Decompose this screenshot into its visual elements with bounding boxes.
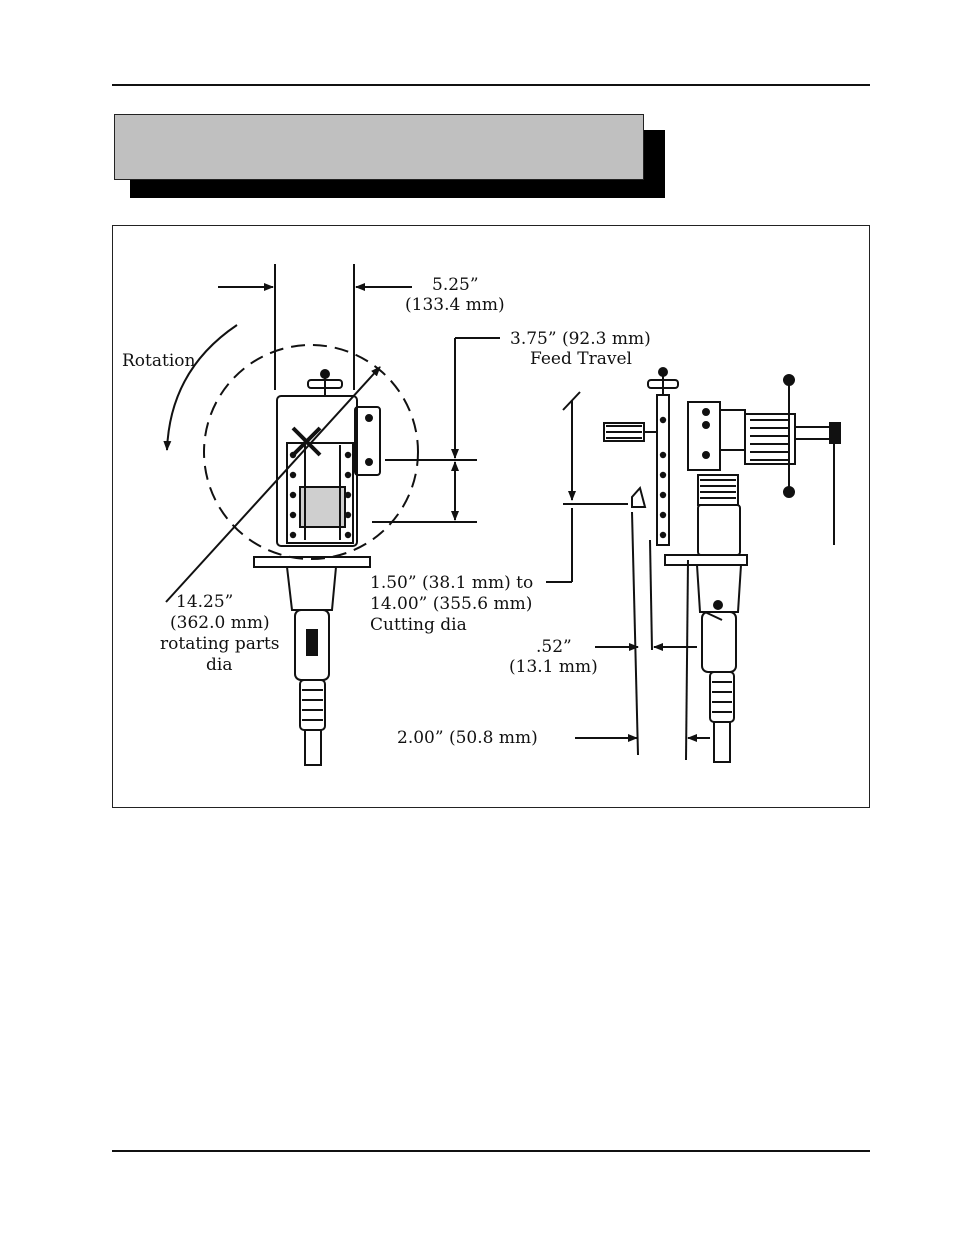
cutting-dia-min: 1.50” (38.1 mm) to — [370, 573, 533, 593]
front-view — [163, 264, 500, 766]
rotating-dia-desc: rotating parts — [160, 634, 280, 654]
side-mount-plate — [664, 554, 748, 566]
rotating-dia-inches: 14.25” — [176, 592, 233, 612]
footer-rule — [112, 1150, 870, 1152]
feed-travel-dim: 3.75” (92.3 mm) — [510, 329, 651, 349]
rotation-label: Rotation — [122, 351, 196, 371]
head-housing — [276, 395, 358, 547]
cutting-dia-max: 14.00” (355.6 mm) — [370, 594, 532, 614]
width-dim-mm: (133.4 mm) — [405, 295, 505, 315]
offset-dim-mm: (13.1 mm) — [509, 657, 598, 677]
rotating-dia-desc2: dia — [206, 655, 232, 675]
depth-dim: 2.00” (50.8 mm) — [397, 728, 538, 748]
side-view — [546, 367, 841, 763]
feed-travel-label: Feed Travel — [530, 349, 632, 369]
rotating-dia-mm: (362.0 mm) — [170, 613, 270, 633]
offset-dim-inches: .52” — [536, 637, 572, 657]
rotation-circle — [203, 344, 419, 560]
figure-frame — [112, 225, 870, 808]
rotating-dia-line — [165, 366, 381, 603]
section-title-box — [114, 114, 644, 180]
rotation-arrow — [163, 324, 238, 451]
width-dim-inches: 5.25” — [432, 275, 479, 295]
cutting-dia-label: Cutting dia — [370, 615, 467, 635]
header-rule — [112, 84, 870, 86]
